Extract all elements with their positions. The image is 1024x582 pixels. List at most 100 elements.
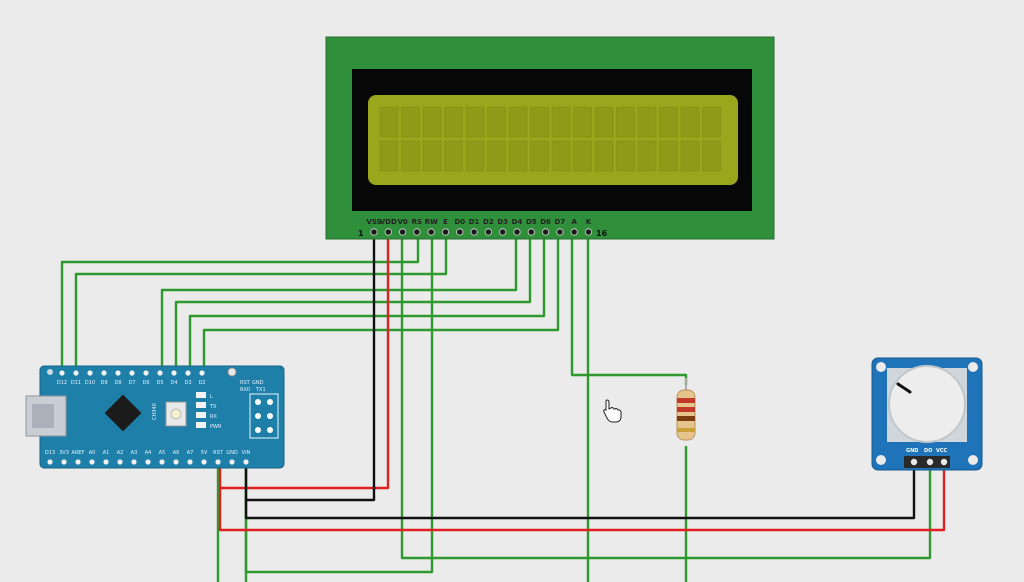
- encoder-pin-label-gnd: GND: [906, 448, 918, 454]
- lcd-pin[interactable]: [427, 228, 435, 236]
- nano-bottom-pin-label: RST: [213, 450, 224, 456]
- nano-bottom-pin[interactable]: [243, 459, 249, 465]
- nano-bottom-pin[interactable]: [187, 459, 193, 465]
- lcd-pin[interactable]: [513, 228, 521, 236]
- nano-top-pin[interactable]: [87, 370, 93, 376]
- lcd-cell: [508, 106, 528, 138]
- nano-bottom-pin-label: A5: [159, 450, 166, 456]
- wire-gnd-encoder-gnd[interactable]: [244, 466, 916, 520]
- nano-reset-label-gnd: GND: [252, 380, 264, 386]
- nano-top-pin-label: D4: [170, 380, 177, 386]
- lcd-pin[interactable]: [398, 228, 407, 236]
- resistor-band-3: [677, 416, 695, 421]
- lcd-cell: [573, 140, 592, 172]
- nano-chip-label: CH340: [152, 403, 158, 420]
- encoder-pin-do[interactable]: [926, 458, 934, 466]
- lcd-pin[interactable]: [541, 228, 550, 236]
- nano-bottom-pin-label: A6: [173, 450, 180, 456]
- nano-top-pin[interactable]: [171, 370, 177, 376]
- nano-bottom-pin[interactable]: [47, 459, 53, 465]
- nano-top-pin-label: D10: [85, 380, 95, 386]
- encoder-pin-label-do: DO: [924, 448, 932, 454]
- wire-v0-encoder[interactable]: [400, 232, 932, 560]
- lcd-pin[interactable]: [527, 228, 535, 236]
- nano-bottom-pin[interactable]: [103, 459, 109, 465]
- lcd-pin[interactable]: [556, 228, 564, 236]
- nano-bottom-pin[interactable]: [229, 459, 235, 465]
- rotary-encoder-module[interactable]: GND DO VCC: [871, 357, 983, 471]
- lcd-cell: [637, 106, 657, 138]
- lcd-cell: [616, 106, 635, 138]
- lcd-cell: [680, 106, 700, 138]
- nano-top-pin[interactable]: [59, 370, 65, 376]
- wire-rs-d12[interactable]: [60, 232, 420, 372]
- nano-top-pin-label: D6: [142, 380, 149, 386]
- lcd-pin[interactable]: [499, 228, 507, 236]
- lcd-cell: [422, 140, 442, 172]
- lcd-pin-label: D7: [555, 218, 566, 226]
- lcd-cell: [530, 106, 549, 138]
- encoder-knob[interactable]: [888, 365, 966, 443]
- wire-5v-encoder-vcc[interactable]: [218, 466, 946, 532]
- lcd-pin[interactable]: [570, 228, 578, 236]
- nano-bottom-pin-label: A4: [145, 450, 152, 456]
- encoder-pin-vcc[interactable]: [940, 458, 948, 466]
- resistor[interactable]: [676, 378, 696, 441]
- nano-bottom-pin[interactable]: [201, 459, 207, 465]
- nano-top-pin-label: D7: [128, 380, 135, 386]
- lcd-pin[interactable]: [413, 228, 421, 236]
- status-leds: [196, 392, 206, 428]
- nano-bottom-pin[interactable]: [145, 459, 151, 465]
- wire-d4-d5[interactable]: [160, 232, 518, 372]
- nano-bottom-pin-label: A7: [187, 450, 194, 456]
- lcd-pin[interactable]: [384, 228, 392, 236]
- nano-bottom-pin[interactable]: [215, 459, 221, 465]
- wire-vdd-5v[interactable]: [218, 232, 390, 490]
- lcd-pin[interactable]: [470, 228, 478, 236]
- nano-bottom-pin[interactable]: [89, 459, 95, 465]
- lcd-cell: [487, 106, 506, 138]
- lcd-cell: [444, 106, 463, 138]
- lcd-pin-label: RW: [425, 218, 438, 226]
- lcd-pin[interactable]: [584, 228, 593, 236]
- nano-top-pin[interactable]: [101, 370, 107, 376]
- nano-top-pin[interactable]: [143, 370, 149, 376]
- resistor-band-1: [677, 398, 695, 403]
- wire-vss-gnd[interactable]: [244, 232, 376, 502]
- nano-top-pin[interactable]: [199, 370, 205, 376]
- icsp-header: [249, 393, 279, 439]
- lcd-pin[interactable]: [441, 228, 450, 236]
- nano-top-pin-label: D9: [100, 380, 107, 386]
- wire-d5-d4[interactable]: [174, 232, 532, 372]
- nano-top-pin[interactable]: [185, 370, 191, 376]
- encoder-pin-gnd[interactable]: [910, 458, 918, 466]
- nano-top-pin[interactable]: [73, 370, 79, 376]
- wire-d6-d3[interactable]: [188, 232, 546, 372]
- nano-top-pin[interactable]: [115, 370, 121, 376]
- wire-e-d11[interactable]: [74, 232, 448, 372]
- nano-bottom-pin-label: D13: [45, 450, 55, 456]
- nano-bottom-pin[interactable]: [75, 459, 81, 465]
- lcd-cell: [444, 140, 463, 172]
- nano-bottom-pin[interactable]: [61, 459, 67, 465]
- nano-bottom-pin-label: A3: [131, 450, 138, 456]
- nano-led-label-pwr: PWR: [210, 424, 222, 430]
- nano-bottom-pin[interactable]: [173, 459, 179, 465]
- lcd-pin[interactable]: [370, 228, 378, 236]
- nano-bottom-pin[interactable]: [117, 459, 123, 465]
- lcd-pin[interactable]: [484, 228, 492, 236]
- nano-bottom-pin[interactable]: [159, 459, 165, 465]
- nano-top-pin[interactable]: [157, 370, 163, 376]
- wire-d7-d2[interactable]: [202, 232, 560, 372]
- nano-bottom-pin-label: A0: [89, 450, 96, 456]
- nano-bottom-pin[interactable]: [131, 459, 137, 465]
- resistor-band-4: [677, 428, 695, 432]
- nano-bottom-pin-label: 3V3: [59, 450, 69, 456]
- lcd-pin[interactable]: [456, 228, 464, 236]
- nano-top-pin[interactable]: [129, 370, 135, 376]
- lcd-cell: [401, 140, 420, 172]
- nano-top-pin-label: D5: [156, 380, 163, 386]
- nano-reset-label-rx0: RX0: [240, 387, 250, 393]
